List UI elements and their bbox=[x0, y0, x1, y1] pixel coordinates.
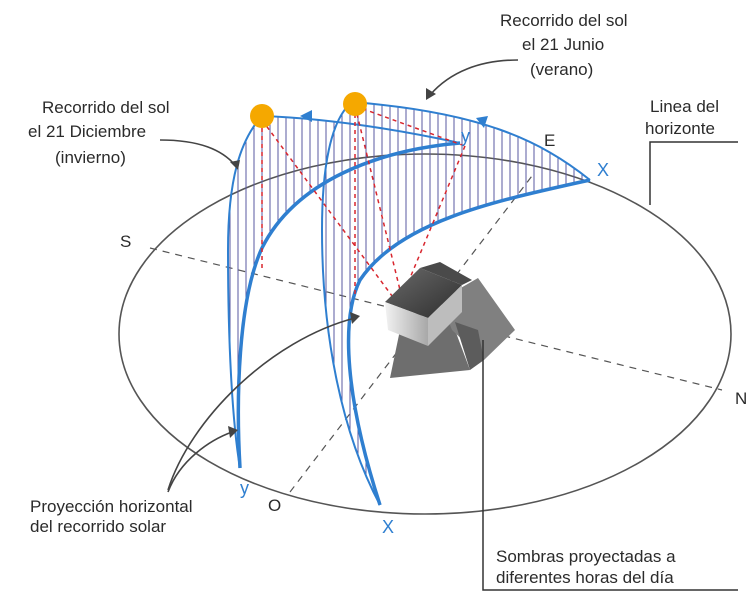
winter-direction-arrow bbox=[300, 110, 312, 122]
horizon-label-line-1: Linea del bbox=[650, 97, 719, 116]
winter-label-line-2: el 21 Diciembre bbox=[28, 122, 146, 141]
direction-south: S bbox=[120, 232, 131, 251]
winter-sun-arc bbox=[226, 115, 263, 469]
projection-arrow-1 bbox=[167, 317, 356, 491]
winter-label-line-1: Recorrido del sol bbox=[42, 98, 170, 117]
sun-rays bbox=[261, 105, 466, 301]
point-x-top: X bbox=[597, 160, 609, 180]
projection-label-line-2: del recorrido solar bbox=[30, 517, 166, 536]
summer-label-line-2: el 21 Junio bbox=[522, 35, 604, 54]
direction-north: N bbox=[735, 389, 747, 408]
summer-direction-arrow bbox=[476, 116, 488, 128]
summer-label-arrowhead bbox=[426, 88, 436, 100]
projection-arrowhead-1 bbox=[350, 312, 360, 324]
summer-label-line-1: Recorrido del sol bbox=[500, 11, 628, 30]
winter-label-arrowhead bbox=[230, 160, 240, 170]
winter-label-arrow bbox=[159, 139, 236, 166]
summer-sun bbox=[343, 92, 367, 116]
shadows-label-line-2: diferentes horas del día bbox=[496, 568, 674, 587]
horizon-ellipse bbox=[118, 153, 732, 515]
direction-east: E bbox=[544, 131, 555, 150]
horizon-leader-line bbox=[649, 141, 738, 205]
horizon-label-line-2: horizonte bbox=[645, 119, 715, 138]
shadows-leader-line bbox=[482, 340, 738, 591]
projection-label-line-1: Proyección horizontal bbox=[30, 497, 193, 516]
summer-label-line-3: (verano) bbox=[530, 60, 593, 79]
winter-sun bbox=[250, 104, 274, 128]
winter-sun-arc-top bbox=[261, 115, 461, 144]
shadows-label-line-1: Sombras proyectadas a bbox=[496, 547, 676, 566]
summer-label-arrow bbox=[429, 59, 519, 96]
direction-west: O bbox=[268, 496, 281, 515]
house-model bbox=[385, 262, 472, 346]
point-y-bottom: y bbox=[240, 478, 249, 498]
projection-arrowhead-2 bbox=[228, 426, 238, 438]
summer-sun-arc-top bbox=[351, 101, 591, 181]
winter-label-line-3: (invierno) bbox=[55, 148, 126, 167]
point-y-top: y bbox=[461, 126, 470, 146]
summer-projection-curve bbox=[346, 178, 591, 506]
point-x-bottom: X bbox=[382, 517, 394, 537]
projection-arrow-2 bbox=[167, 431, 233, 493]
summer-sun-arc bbox=[320, 101, 381, 506]
